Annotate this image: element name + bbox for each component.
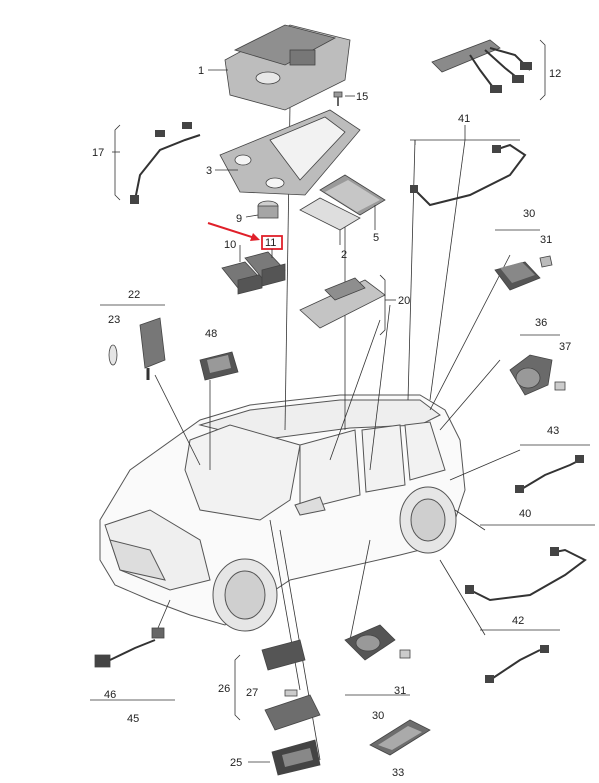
part-48-switch: [199, 351, 239, 381]
label-3: 3: [206, 165, 212, 177]
part-42-harness: [480, 629, 560, 683]
part-1-roof-console: [208, 24, 351, 111]
part-46-connector: [90, 627, 175, 701]
vehicle-illustration: [99, 394, 466, 632]
part-26-lamp: [234, 639, 321, 731]
part-20-interior-lamp: [299, 274, 396, 336]
label-30-top: 30: [523, 208, 535, 220]
part-3-trim-frame: [215, 109, 361, 196]
label-20: 20: [398, 295, 410, 307]
part-9-bulb-holder: [245, 200, 279, 219]
part-17-harness: [112, 122, 201, 204]
part-30-lamp-bottom: [344, 624, 411, 696]
label-23: 23: [108, 314, 120, 326]
part-22-module: [100, 304, 166, 380]
part-33-lens: [369, 719, 431, 756]
label-25: 25: [230, 757, 242, 769]
label-12: 12: [549, 68, 561, 80]
part-30-lamp-top: [494, 229, 553, 291]
label-48: 48: [205, 328, 217, 340]
label-11: 11: [265, 237, 276, 249]
label-17: 17: [92, 147, 104, 159]
label-9: 9: [236, 213, 242, 225]
label-1: 1: [198, 65, 204, 77]
part-12-harness: [431, 39, 546, 101]
part-labels: 1 2 3 5 9 10 11 12 15 17 20 22 23 25 26 …: [92, 65, 571, 779]
label-26: 26: [218, 683, 230, 695]
label-41: 41: [458, 113, 470, 125]
leader-lines: [154, 104, 521, 761]
part-36-lamp: [509, 334, 566, 396]
label-43: 43: [547, 425, 559, 437]
part-5-cover: [319, 174, 386, 230]
part-25-lamp: [248, 739, 321, 776]
label-27: 27: [246, 687, 258, 699]
part-15-screw: [333, 91, 355, 106]
part-23-bulb: [108, 344, 118, 366]
label-46: 46: [104, 689, 116, 701]
label-40: 40: [519, 508, 531, 520]
label-30-bottom: 30: [372, 710, 384, 722]
part-43-harness: [515, 444, 590, 493]
label-42: 42: [512, 615, 524, 627]
part-40-harness: [465, 524, 595, 602]
label-10: 10: [224, 239, 236, 251]
label-33: 33: [392, 767, 404, 779]
label-36: 36: [535, 317, 547, 329]
part-2-lens: [299, 197, 361, 245]
label-31-bottom: 31: [394, 685, 406, 697]
part-11-switch-module: [244, 249, 286, 287]
part-10-switch-module: [221, 245, 263, 295]
label-22: 22: [128, 289, 140, 301]
label-31-top: 31: [540, 234, 552, 246]
label-5: 5: [373, 232, 379, 244]
label-15: 15: [356, 91, 368, 103]
label-2: 2: [341, 249, 347, 261]
label-37: 37: [559, 341, 571, 353]
part-41-harness: [410, 125, 527, 207]
label-45: 45: [127, 713, 139, 725]
